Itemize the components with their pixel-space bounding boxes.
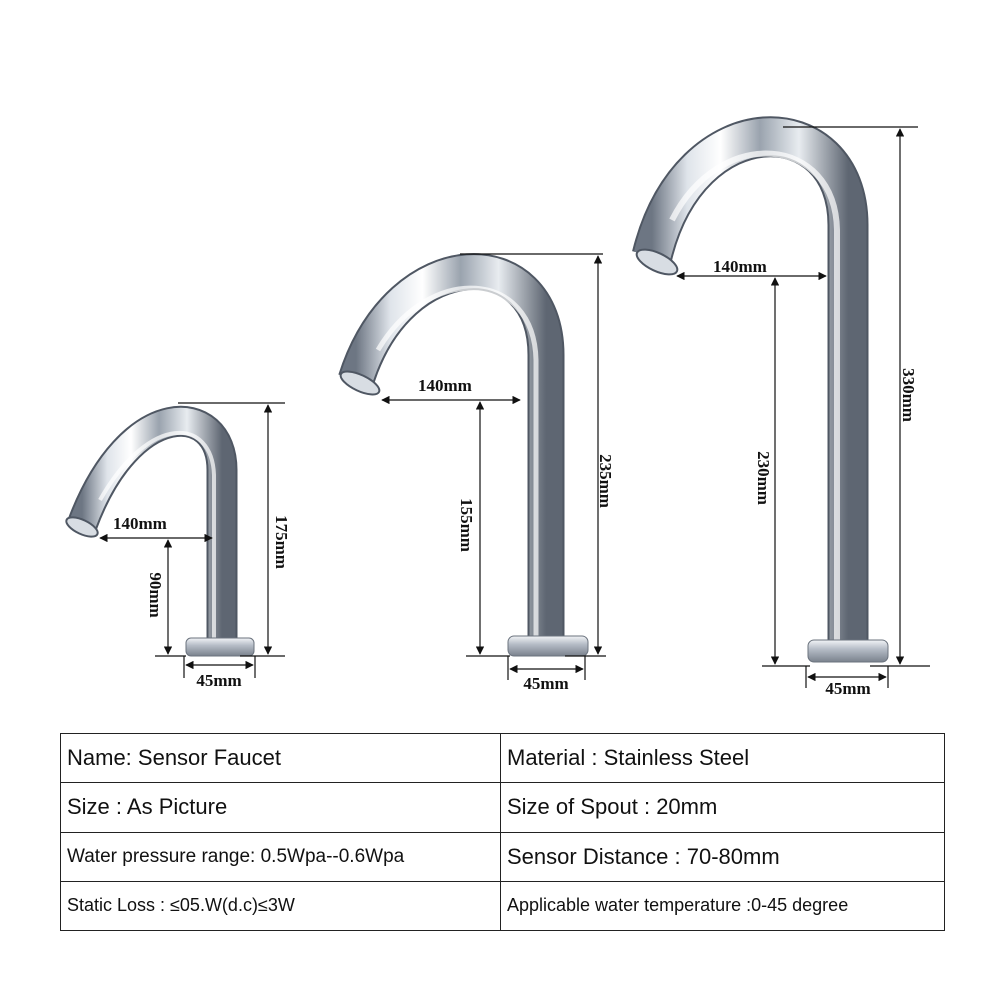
faucet-large-spout-height-label: 230mm [754,451,773,505]
spec-row: Static Loss : ≤05.W(d.c)≤3W Applicable w… [60,880,945,932]
faucet-medium-total-height-label: 235mm [596,454,615,508]
faucet-medium-spout-height-label: 155mm [457,498,476,552]
faucet-small-outlet [65,516,99,538]
faucet-medium-reach-label: 140mm [418,376,472,395]
faucet-small-spout-height-label: 90mm [146,572,165,617]
faucet-medium [338,253,589,657]
faucet-small-dimensions [99,402,285,678]
spec-spout-size: Size of Spout : 20mm [500,782,945,833]
spec-row: Name: Sensor Faucet Material : Stainless… [60,732,945,784]
faucet-small-base-label: 45mm [196,671,241,690]
faucet-large-base-label: 45mm [825,679,870,698]
faucet-large-dimensions [676,126,930,688]
faucet-small [65,405,255,657]
faucet-medium-base [507,635,589,657]
faucet-large-base [807,639,889,663]
faucet-small-reach-label: 140mm [113,514,167,533]
faucet-dimension-figure: 140mm 90mm 175mm 45mm 140mm 155mm 235mm … [65,116,930,698]
spec-row: Water pressure range: 0.5Wpa--0.6Wpa Sen… [60,831,945,882]
spec-material: Material : Stainless Steel [500,732,945,784]
faucet-large-total-height-label: 330mm [899,368,918,422]
spec-water-temperature: Applicable water temperature :0-45 degre… [500,880,945,932]
spec-table: Name: Sensor Faucet Material : Stainless… [60,732,945,932]
faucet-medium-dimensions [381,253,606,680]
faucet-large-outlet [635,248,679,276]
spec-row: Size : As Picture Size of Spout : 20mm [60,782,945,833]
spec-sensor-distance: Sensor Distance : 70-80mm [500,831,945,882]
spec-size: Size : As Picture [60,782,501,833]
faucet-medium-outlet [339,370,381,396]
spec-name: Name: Sensor Faucet [60,732,501,784]
faucet-small-base [185,637,255,657]
faucet-large-reach-label: 140mm [713,257,767,276]
faucet-small-total-height-label: 175mm [272,515,291,569]
spec-static-loss: Static Loss : ≤05.W(d.c)≤3W [60,880,501,932]
faucet-medium-base-label: 45mm [523,674,568,693]
faucet-large [632,116,889,663]
spec-water-pressure: Water pressure range: 0.5Wpa--0.6Wpa [60,831,501,882]
